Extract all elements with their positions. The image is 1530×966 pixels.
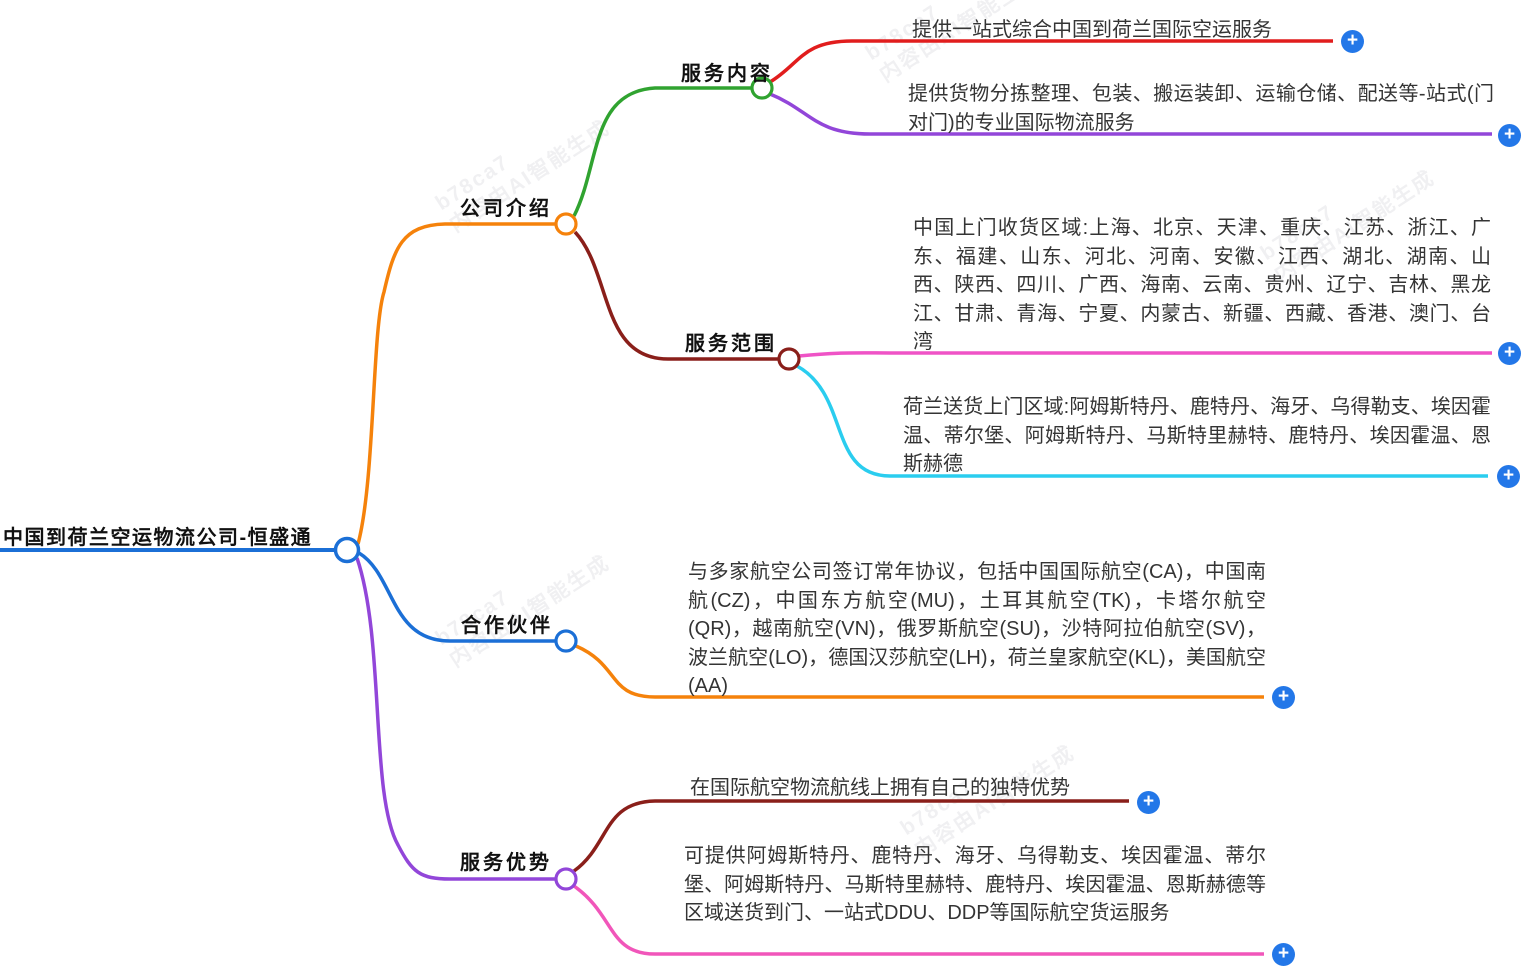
leaf-delivery-ddu-ddp[interactable]: 可提供阿姆斯特丹、鹿特丹、海牙、乌得勒支、埃因霍温、蒂尔堡、阿姆斯特丹、马斯特里…: [684, 845, 1266, 924]
expand-button-delivery-ddu-ddp[interactable]: +: [1272, 943, 1295, 966]
leaf-airline-partners[interactable]: 与多家航空公司签订常年协议，包括中国国际航空(CA)，中国南航(CZ)，中国东方…: [688, 561, 1266, 697]
edge-netherlands-delivery-regions: [796, 364, 1488, 478]
edge-company-intro: [356, 222, 557, 545]
edge-advantages: [355, 557, 556, 881]
edge-service-content: [572, 86, 752, 217]
edge-airline-partners: [575, 644, 1264, 699]
node-service-scope-label[interactable]: 服务范围: [685, 333, 777, 355]
expand-button-netherlands-delivery-regions[interactable]: +: [1497, 465, 1520, 488]
branch-advantages-label[interactable]: 服务优势: [460, 852, 552, 874]
expand-button-one-stop-air-service[interactable]: +: [1341, 30, 1364, 53]
edge-one-stop-air-service: [769, 39, 1333, 84]
expand-button-route-advantage[interactable]: +: [1137, 791, 1160, 814]
expand-button-door-to-door-logistics[interactable]: +: [1498, 124, 1521, 147]
edge-door-to-door-logistics: [769, 92, 1492, 136]
edge-partners: [358, 551, 556, 643]
edge-china-pickup-regions: [798, 351, 1492, 358]
leaf-route-advantage[interactable]: 在国际航空物流航线上拥有自己的独特优势: [690, 777, 1070, 799]
leaf-door-to-door-logistics[interactable]: 提供货物分拣整理、包装、搬运装卸、运输仓储、配送等-站式(门对门)的专业国际物流…: [908, 83, 1494, 134]
branch-partners-label[interactable]: 合作伙伴: [461, 615, 553, 637]
expand-button-china-pickup-regions[interactable]: +: [1498, 342, 1521, 365]
leaf-netherlands-delivery-regions[interactable]: 荷兰送货上门区域:阿姆斯特丹、鹿特丹、海牙、乌得勒支、埃因霍温、蒂尔堡、阿姆斯特…: [903, 396, 1491, 475]
leaf-china-pickup-regions[interactable]: 中国上门收货区域:上海、北京、天津、重庆、江苏、浙江、广东、福建、山东、河北、河…: [913, 217, 1491, 353]
partners-node-circle[interactable]: [554, 629, 578, 653]
branch-company-intro-label[interactable]: 公司介绍: [460, 198, 552, 220]
service-content-node-circle[interactable]: [750, 76, 774, 100]
leaf-one-stop-air-service[interactable]: 提供一站式综合中国到荷兰国际空运服务: [912, 19, 1272, 41]
edge-route-advantage: [572, 799, 1129, 873]
edge-service-scope: [573, 230, 779, 361]
node-service-content-label[interactable]: 服务内容: [681, 63, 773, 85]
company-intro-node-circle[interactable]: [554, 212, 578, 236]
service-scope-node-circle[interactable]: [777, 347, 801, 371]
edge-delivery-ddu-ddp: [572, 884, 1264, 956]
expand-button-airline-partners[interactable]: +: [1272, 686, 1295, 709]
advantages-node-circle[interactable]: [554, 867, 578, 891]
root-node-label[interactable]: 中国到荷兰空运物流公司-恒盛通: [3, 527, 313, 549]
root-node-circle[interactable]: [333, 536, 361, 564]
